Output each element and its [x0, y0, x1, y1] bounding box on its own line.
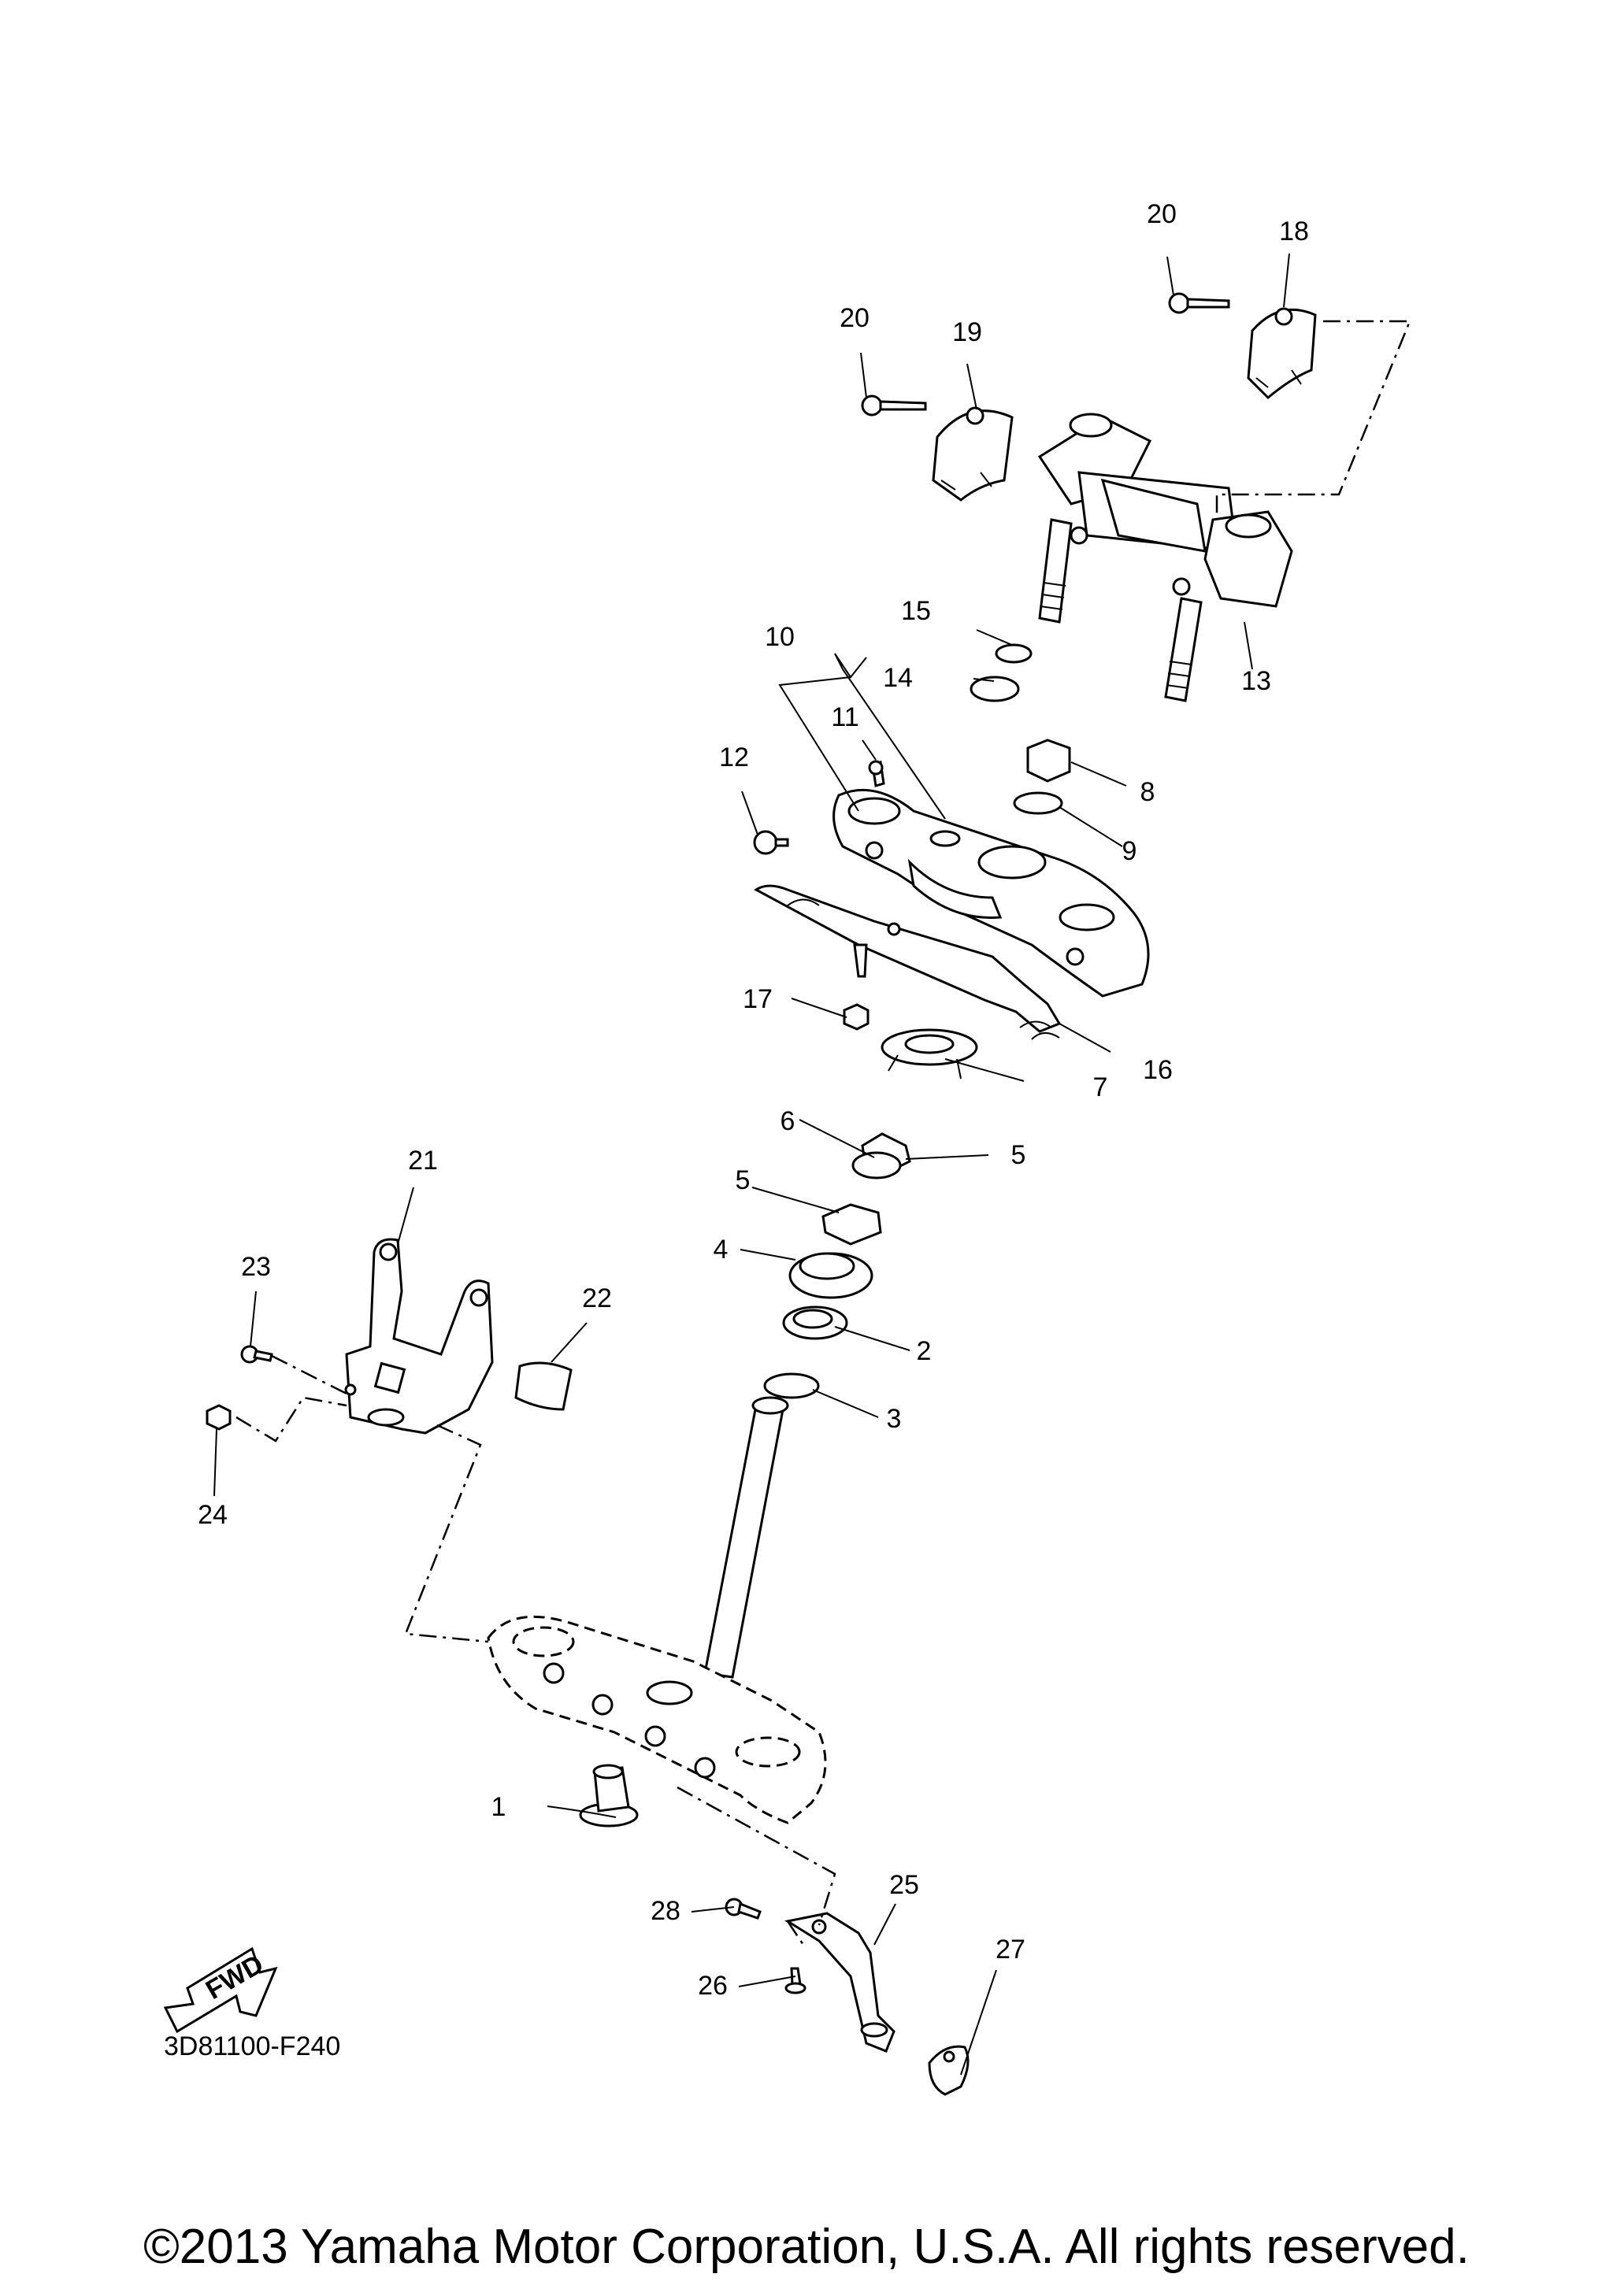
callout-2: 2 [917, 1336, 932, 1366]
bracket-21 [344, 1238, 494, 1435]
callout-28: 28 [651, 1896, 680, 1926]
nut-17 [843, 1003, 870, 1031]
callout-20-right: 20 [1147, 199, 1177, 229]
callout-27: 27 [996, 1935, 1025, 1965]
callout-20-left: 20 [840, 303, 870, 333]
callout-17: 17 [743, 984, 773, 1014]
callout-1: 1 [491, 1792, 506, 1822]
ring-nut-5b [821, 1203, 882, 1246]
callout-13: 13 [1241, 666, 1271, 696]
seal-3 [763, 1372, 820, 1399]
handlebar-holder-assembly [1037, 413, 1293, 702]
bolt-26 [784, 1967, 806, 1994]
bearing-2 [782, 1305, 848, 1340]
upper-bracket-10 [832, 788, 1150, 998]
callout-7: 7 [1093, 1072, 1108, 1102]
callout-labels: 1 2 3 4 5 5 6 7 8 9 10 11 12 13 14 15 16… [198, 199, 1309, 2001]
callout-9: 9 [1122, 836, 1137, 866]
callout-12: 12 [719, 742, 749, 772]
damper-14 [970, 676, 1020, 702]
callout-5-left: 5 [736, 1165, 751, 1195]
pad-22 [514, 1361, 573, 1411]
bolt-11 [868, 760, 885, 787]
callout-25: 25 [889, 1870, 919, 1900]
nut-24 [206, 1404, 232, 1431]
nut-8 [1026, 739, 1071, 783]
callout-3: 3 [887, 1404, 902, 1434]
washer-9 [1013, 791, 1063, 815]
fwd-arrow-icon: FWD [163, 1946, 278, 2034]
wire-guide-16 [754, 884, 1062, 1040]
callout-22: 22 [582, 1283, 612, 1313]
callout-18: 18 [1279, 217, 1309, 246]
callout-4: 4 [714, 1235, 729, 1265]
steering-stem [487, 1396, 827, 1824]
bolt-20b [1168, 292, 1230, 314]
callout-19: 19 [952, 317, 982, 347]
callout-15: 15 [901, 596, 931, 626]
callout-14: 14 [883, 663, 913, 693]
callout-10: 10 [765, 622, 795, 652]
callout-23: 23 [241, 1252, 271, 1282]
callout-8: 8 [1140, 777, 1155, 807]
callout-6: 6 [781, 1106, 795, 1136]
bolt-28 [725, 1898, 762, 1920]
callout-16: 16 [1143, 1055, 1173, 1085]
bracket-25 [784, 1912, 895, 2053]
callout-21: 21 [408, 1146, 438, 1176]
callout-5-right: 5 [1011, 1140, 1026, 1170]
bearing-race-4 [788, 1252, 873, 1299]
diagram-code: 3D81100-F240 [164, 2031, 340, 2061]
callout-24: 24 [198, 1500, 228, 1530]
cap-12 [753, 830, 789, 855]
collar-1 [579, 1764, 639, 1828]
copyright-notice: ©2013 Yamaha Motor Corporation, U.S.A. A… [143, 2220, 1470, 2274]
leader-lines [213, 253, 1290, 2076]
bolt-20a [861, 394, 927, 417]
washer-15 [995, 643, 1033, 664]
callout-11: 11 [831, 702, 858, 732]
cover-7 [881, 1028, 978, 1079]
callout-26: 26 [698, 1971, 728, 2001]
upper-holder-18 [1247, 307, 1317, 400]
cover-27 [928, 2045, 970, 2096]
upper-holder-19 [932, 406, 1014, 502]
washer-6 [851, 1151, 902, 1179]
screw-23 [240, 1345, 273, 1364]
